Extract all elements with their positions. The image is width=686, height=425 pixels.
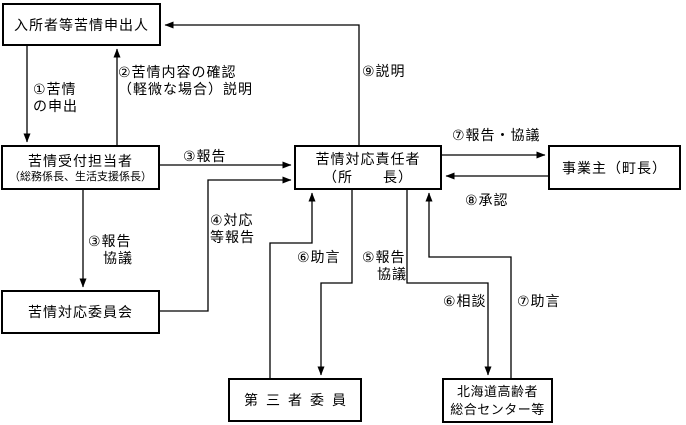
box-response-manager-title: 苦情対応責任者 [315, 150, 421, 167]
box-applicant: 入所者等苦情申出人 [2, 3, 161, 46]
label-response-report: ④対応 等報告 [210, 212, 255, 245]
arrow-response-report [160, 176, 292, 312]
label-explanation: ⑨説明 [362, 63, 406, 79]
label-report-consult-owner: ⑦報告・協議 [452, 127, 541, 143]
box-third-party-member: 第三者委員 [228, 378, 362, 422]
box-hokkaido-senior-center-label: 北海道高齢者 総合センター等 [450, 383, 545, 417]
label-report-consult-third-party: ⑤報告 協議 [362, 249, 407, 282]
arrow-consult-center [406, 190, 492, 376]
box-response-manager: 苦情対応責任者 （所 長） [294, 145, 442, 190]
label-approval: ⑧承認 [465, 192, 509, 208]
label-complaint-filing: ①苦情 の申出 [33, 81, 78, 114]
box-business-owner: 事業主（町長） [548, 145, 681, 190]
box-response-manager-subtitle: （所 長） [323, 168, 413, 185]
label-report-to-manager: ③報告 [183, 148, 227, 164]
box-applicant-label: 入所者等苦情申出人 [14, 16, 149, 33]
box-reception-staff-subtitle: （総務係長、生活支援係長） [9, 170, 152, 183]
label-consult-center: ⑥相談 [443, 293, 487, 309]
box-response-committee: 苦情対応委員会 [1, 290, 160, 334]
box-third-party-member-label: 第三者委員 [244, 392, 354, 408]
label-advice-from-center: ⑦助言 [517, 293, 561, 309]
box-hokkaido-senior-center: 北海道高齢者 総合センター等 [442, 378, 553, 423]
arrow-advice-from-center [425, 192, 512, 378]
arrow-advice-from-third-party [269, 192, 316, 378]
label-confirm-explain: ②苦情内容の確認 （軽微な場合）説明 [118, 64, 253, 97]
label-report-consult-committee: ③報告 協議 [88, 233, 133, 266]
box-response-committee-label: 苦情対応委員会 [28, 304, 133, 320]
arrow-explanation [164, 21, 360, 145]
label-advice-from-third-party: ⑥助言 [297, 249, 341, 265]
box-reception-staff-title: 苦情受付担当者 [28, 152, 133, 169]
arrow-report-consult-third-party [317, 190, 353, 376]
box-business-owner-label: 事業主（町長） [562, 159, 667, 176]
box-reception-staff: 苦情受付担当者 （総務係長、生活支援係長） [1, 145, 160, 190]
